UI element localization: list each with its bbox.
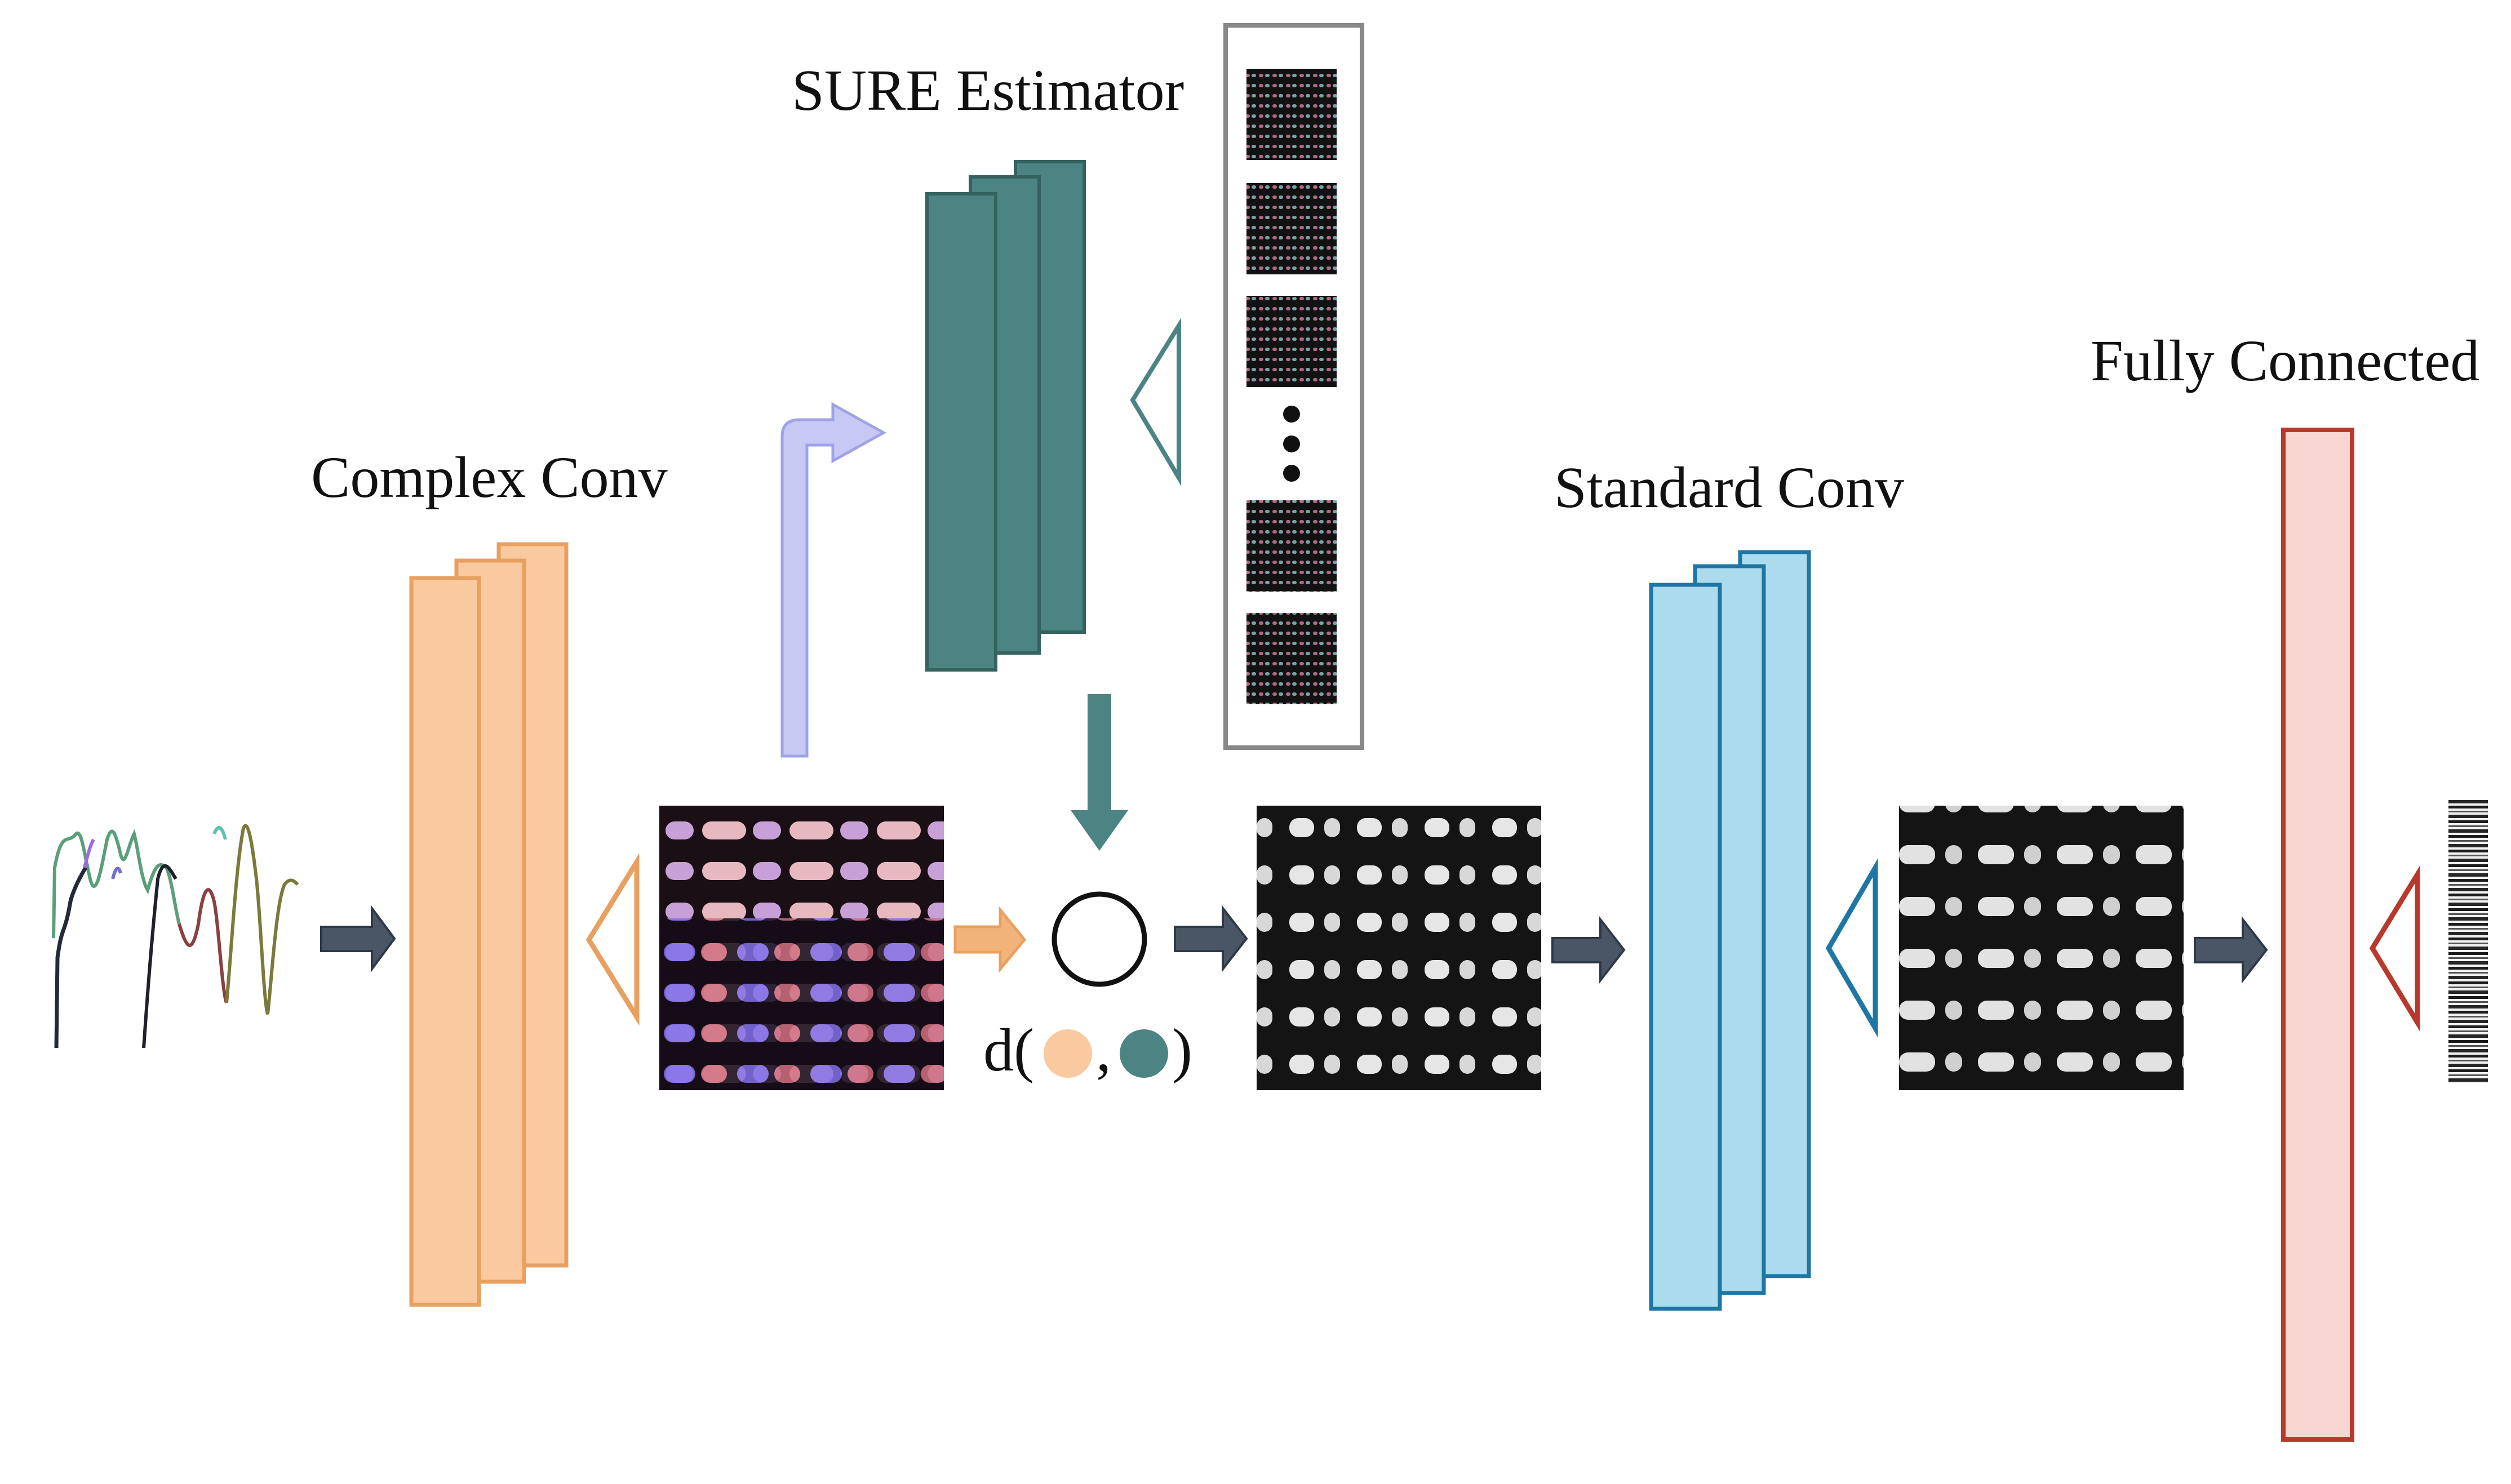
filter-thumbnail-3 [1246,296,1337,387]
branch-arrow-up [780,402,887,758]
complex-conv-stack [409,542,569,1307]
filter-thumbnail-1 [1246,69,1337,160]
flow-arrow-3 [1551,916,1626,984]
fully-connected-layer [2281,428,2354,1442]
flow-arrow-4 [2194,916,2268,984]
standard-feature-map [1899,806,2184,1090]
flow-arrow-1 [320,904,396,973]
sure-down-arrow [1071,694,1128,851]
waveform-signal-icon [52,824,299,1048]
ellipsis-dots-icon [1283,406,1300,482]
distance-formula: d( , ) [983,1017,1192,1084]
flow-arrow-2 [1174,905,1248,972]
filter-thumbnail-5 [1246,613,1337,704]
filter-thumbnail-2 [1246,183,1337,274]
binary-feature-map [1257,806,1541,1090]
orange-flow-arrow [953,905,1027,973]
distance-prefix: d( [983,1017,1034,1084]
sure-feature-dot-icon [1120,1029,1168,1078]
standard-conv-label: Standard Conv [1554,455,1904,520]
barcode-output-icon [2448,799,2488,1083]
distance-comma: , [1096,1017,1111,1084]
standard-conv-kernel-triangle [1825,858,1878,1038]
complex-conv-kernel-triangle [585,853,640,1026]
distance-circle-icon [1052,891,1147,987]
standard-conv-stack [1649,550,1811,1311]
complex-feature-map [659,806,944,1090]
complex-conv-label: Complex Conv [311,445,668,510]
filter-thumbnail-4 [1246,500,1337,592]
sure-estimator-stack [925,160,1086,672]
filter-bank-panel [1223,23,1364,750]
sure-kernel-triangle [1130,317,1181,486]
distance-suffix: ) [1172,1017,1192,1084]
complex-feature-dot-icon [1044,1029,1092,1078]
sure-estimator-label: SURE Estimator [792,58,1184,123]
fully-connected-label: Fully Connected [2091,328,2479,393]
fully-connected-kernel-triangle [2369,865,2420,1032]
